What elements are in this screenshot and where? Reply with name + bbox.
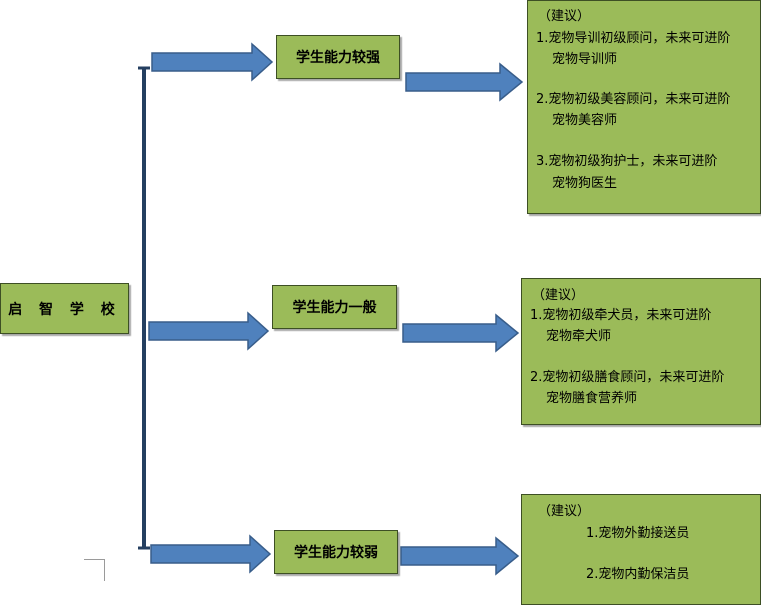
advice-line: 1.宠物初级牵犬员，未来可进阶 [530,308,712,323]
arrow-bracket-to-average [148,311,270,351]
advice-box-strong: （建议） 1.宠物导训初级顾问，未来可进阶 宠物导训师 2.宠物初级美容顾问，未… [527,0,761,214]
advice-line: 宠物牵犬师 [546,329,612,344]
advice-header: （建议） [538,9,591,24]
arrow-strong-to-advice [405,62,524,102]
advice-line: 2.宠物初级美容顾问，未来可进阶 [536,92,731,107]
bracket [138,66,150,550]
arrow-weak-to-advice [400,536,520,576]
root-label: 启 智 学 校 [8,301,121,318]
branch-node-weak: 学生能力较弱 [274,530,398,574]
advice-line: 2.宠物初级膳食顾问，未来可进阶 [530,370,725,385]
branch-label: 学生能力较弱 [294,545,378,561]
advice-line: 宠物美容师 [552,113,618,128]
arrow-average-to-advice [402,313,520,353]
advice-line: 宠物导训师 [552,52,618,67]
arrow-bracket-to-strong [151,42,274,82]
advice-header: （建议） [532,288,585,303]
advice-line: 3.宠物初级狗护士，未来可进阶 [536,154,718,169]
advice-box-weak: （建议） 1.宠物外勤接送员 2.宠物内勤保洁员 [521,494,761,605]
page-corner-mark [84,559,105,581]
advice-line: 1.宠物导训初级顾问，未来可进阶 [536,31,731,46]
branch-label: 学生能力一般 [292,300,377,316]
advice-header: （建议） [538,504,591,519]
root-node: 启 智 学 校 [0,283,129,334]
branch-label: 学生能力较强 [296,50,380,66]
arrow-bracket-to-weak [150,534,272,574]
advice-line: 宠物膳食营养师 [546,391,638,406]
advice-line: 宠物狗医生 [552,176,618,191]
advice-line: 1.宠物外勤接送员 [586,526,690,541]
branch-node-average: 学生能力一般 [272,285,397,329]
branch-node-strong: 学生能力较强 [276,35,400,79]
advice-line: 2.宠物内勤保洁员 [586,567,690,582]
advice-box-average: （建议） 1.宠物初级牵犬员，未来可进阶 宠物牵犬师 2.宠物初级膳食顾问，未来… [521,278,761,425]
